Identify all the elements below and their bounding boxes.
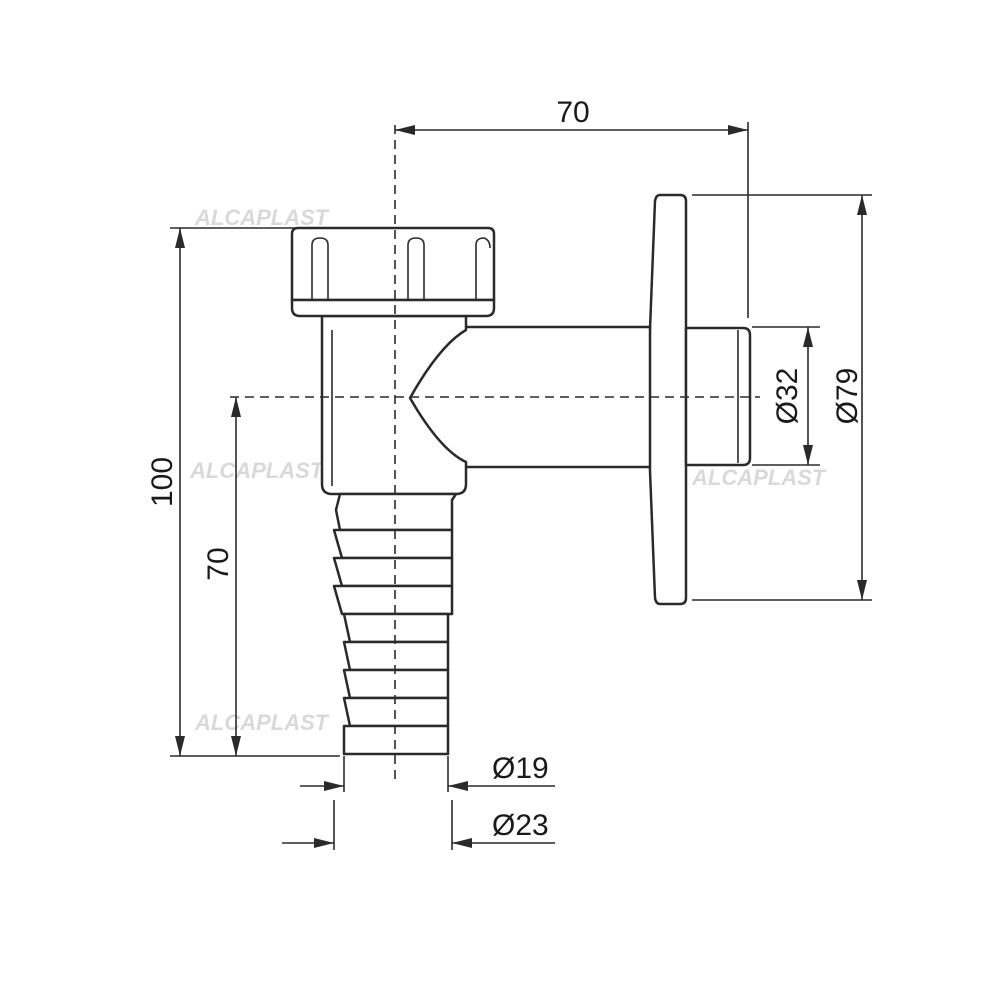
watermark-text: ALCAPLAST: [194, 205, 330, 230]
dimension-outlet-diameter: Ø32: [752, 326, 820, 466]
dimension-total-height: 100: [146, 227, 340, 757]
dimension-axis-height: 70: [202, 397, 241, 756]
dimension-hose-inner: Ø19: [300, 752, 555, 792]
main-body: [320, 314, 468, 496]
watermark-text: ALCAPLAST: [194, 710, 330, 735]
dimension-label: Ø32: [771, 368, 804, 425]
wall-flange: [646, 193, 688, 606]
nut-grip: [311, 237, 329, 300]
dimension-flange-diameter: Ø79: [692, 194, 872, 601]
dimension-label: 70: [556, 96, 589, 129]
hose-barb: [332, 492, 458, 756]
dimension-label: Ø79: [831, 368, 864, 425]
dimension-label: Ø19: [492, 752, 549, 785]
union-nut-collar: [290, 298, 496, 318]
watermark-text: ALCAPLAST: [691, 465, 827, 490]
dimension-label: Ø23: [492, 809, 549, 842]
valve-body: [290, 193, 752, 756]
nut-grip: [407, 237, 425, 300]
watermark-text: ALCAPLAST: [189, 458, 325, 483]
dimension-label: 70: [202, 547, 235, 580]
nut-grip: [475, 237, 491, 300]
dimension-hose-outer: Ø23: [282, 800, 555, 850]
watermark-group: ALCAPLAST ALCAPLAST ALCAPLAST ALCAPLAST: [189, 205, 827, 735]
dimension-top-width: 70: [395, 96, 749, 318]
dimension-label: 100: [146, 457, 179, 507]
